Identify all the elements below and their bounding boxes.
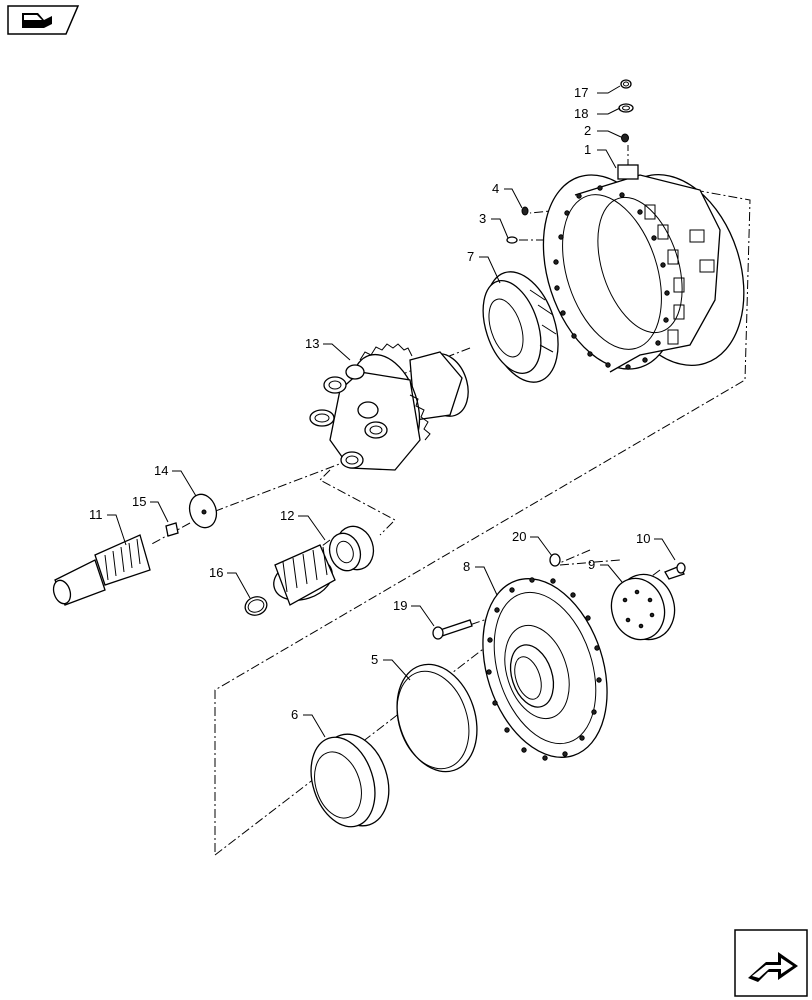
tapered-roller-bearing <box>482 271 559 383</box>
thrust-washer <box>188 493 218 529</box>
top-plug-parts <box>618 79 634 143</box>
hub-bolt-holes <box>486 577 602 761</box>
hub-bearing <box>310 733 390 828</box>
callout-17: 17 <box>574 85 588 100</box>
leader-lines <box>107 85 676 738</box>
callout-1: 1 <box>584 142 591 157</box>
housing-inner-teeth <box>644 204 715 345</box>
carrier-pins <box>309 364 388 469</box>
callout-6: 6 <box>291 707 298 722</box>
planet-carrier <box>309 343 469 471</box>
small-pins <box>506 206 529 244</box>
open-book-icon <box>22 13 52 28</box>
callout-10: 10 <box>636 531 650 546</box>
callout-15: 15 <box>132 494 146 509</box>
seal-ring <box>396 663 478 773</box>
carrier-gear-teeth <box>359 343 431 441</box>
callout-5: 5 <box>371 652 378 667</box>
hub-nut <box>549 553 561 567</box>
callout-14: 14 <box>154 463 168 478</box>
callout-3: 3 <box>479 211 486 226</box>
callout-9: 9 <box>588 557 595 572</box>
cover-plate <box>610 573 676 641</box>
book-icon-button[interactable] <box>7 5 80 35</box>
callout-13: 13 <box>305 336 319 351</box>
callout-19: 19 <box>393 598 407 613</box>
callout-labels: 17 18 2 1 4 3 7 13 14 15 11 12 16 20 8 9… <box>89 85 650 722</box>
callout-18: 18 <box>574 106 588 121</box>
callout-4: 4 <box>492 181 499 196</box>
hub-stud <box>432 619 473 640</box>
callout-2: 2 <box>584 123 591 138</box>
ring-gear-housing <box>542 164 745 373</box>
cover-bolt <box>664 562 686 580</box>
callout-12: 12 <box>280 508 294 523</box>
planet-gear <box>273 544 336 606</box>
callout-20: 20 <box>512 529 526 544</box>
wheel-hub <box>482 577 608 761</box>
callout-7: 7 <box>467 249 474 264</box>
snap-ring <box>244 596 268 616</box>
spacer-pin <box>165 522 179 537</box>
planet-bearing <box>328 525 375 572</box>
arrow-next-icon <box>748 952 798 982</box>
callout-8: 8 <box>463 559 470 574</box>
sun-gear-shaft <box>52 534 151 606</box>
callout-11: 11 <box>89 507 103 522</box>
callout-16: 16 <box>209 565 223 580</box>
next-page-button[interactable] <box>734 929 808 997</box>
housing-bolt-holes <box>553 185 670 370</box>
